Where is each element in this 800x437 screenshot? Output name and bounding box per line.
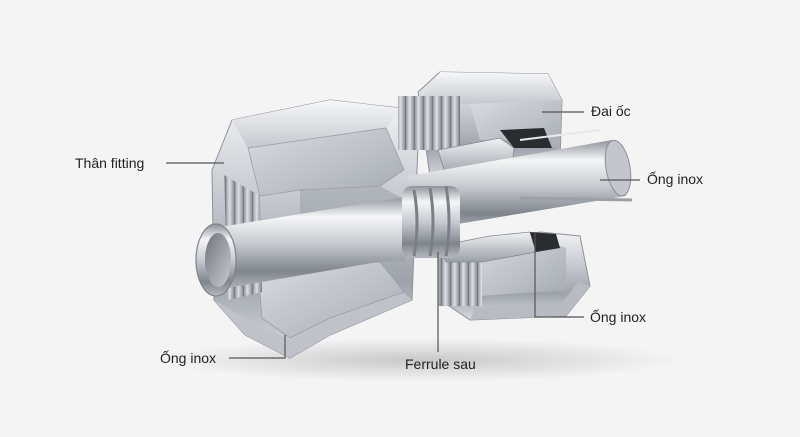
label-tube-right: Ống inox [647, 171, 703, 187]
label-tube-lower-right: Ống inox [590, 309, 646, 325]
label-nut: Đai ốc [591, 103, 631, 119]
label-back-ferrule: Ferrule sau [405, 356, 476, 372]
label-tube-left: Ống inox [160, 350, 216, 366]
label-body: Thân fitting [75, 155, 144, 171]
